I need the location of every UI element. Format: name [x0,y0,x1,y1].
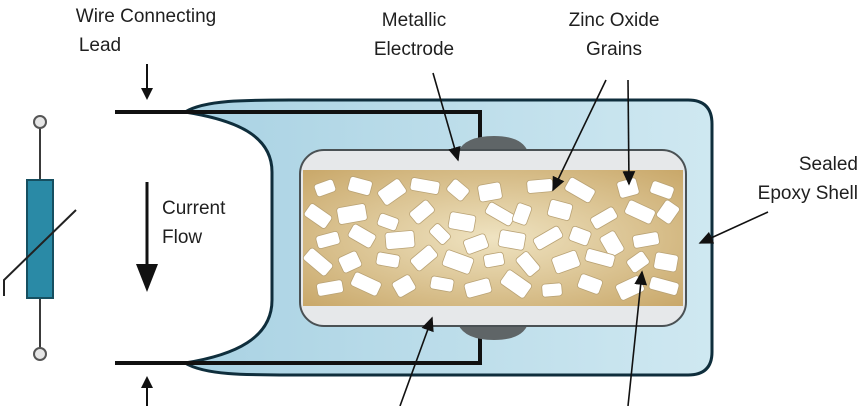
lead-wires [115,110,482,365]
zinc-grain [347,176,373,196]
zinc-grain [624,199,656,225]
zinc-grain [649,180,675,200]
zinc-grain [337,250,363,274]
zinc-grain [590,206,618,230]
zinc-grain [653,251,679,273]
zinc-grain [429,223,451,245]
zinc-grain [409,177,441,195]
zinc-grain [577,273,603,295]
zinc-grain [384,230,416,250]
zinc-grain [409,199,435,225]
zinc-grain [446,178,470,202]
zinc-grain [303,203,333,229]
label-sealed-epoxy-shell: Sealed Epoxy Shell [757,154,858,204]
zinc-grain [515,251,541,277]
zinc-grain [626,250,650,274]
zinc-grain [316,279,344,297]
label-metallic-electrode: Metallic Electrode [373,10,455,60]
zinc-grain [375,251,401,269]
grain-callout-2 [622,79,636,186]
zinc-grain [447,211,477,233]
top-electrode-contact [458,136,528,152]
zinc-grain [302,247,334,277]
zinc-grain [532,225,564,251]
symbol-top-terminal [33,115,47,129]
zinc-grain [546,199,574,221]
zinc-grain [632,231,660,249]
zinc-grain [599,230,625,258]
label-zinc-oxide-grains: Zinc Oxide Grains [568,10,660,60]
zinc-grain [497,229,527,251]
zinc-grain [441,249,475,275]
zinc-grain [483,251,505,269]
varistor-symbol [3,115,77,361]
zinc-grain [313,178,337,198]
grain-callout-1 [552,79,607,192]
zinc-grain [463,277,493,299]
callout-lines [399,72,769,406]
zinc-grain [350,271,382,297]
current-flow-arrow [136,182,158,292]
zinc-grain [526,178,554,194]
zinc-grain [511,202,533,226]
zinc-grain [336,203,368,225]
zinc-grain [315,231,341,249]
zinc-grain [656,199,680,225]
zinc-oxide-grains [302,176,680,301]
zinc-grain [484,201,516,227]
zinc-grain [551,250,581,274]
zinc-grain [564,176,596,204]
grain-callout-3 [627,270,648,406]
zinc-grain [463,233,489,255]
symbol-resistor-body [26,179,54,299]
zinc-grain [410,244,438,272]
zinc-grain [584,248,616,268]
zinc-grain [347,223,377,249]
zinc-grain [500,269,532,299]
bottom-electrode-contact [458,324,528,340]
lead-arrows [141,64,153,406]
symbol-nonlinear-line [3,209,77,296]
symbol-bottom-terminal [33,347,47,361]
electrode-callout-bottom [399,316,434,406]
zinc-grain [429,275,455,293]
zinc-grain [376,212,400,232]
electrode-callout-top [432,72,461,162]
zinc-grain [477,181,503,203]
zinc-grain [391,274,417,298]
epoxy-callout [698,211,769,244]
label-wire-connecting-lead: Wire Connecting Lead [75,6,217,56]
label-current-flow: Current Flow [162,198,226,248]
zinc-grain [648,276,680,296]
zinc-grain [377,178,407,206]
zinc-grain [541,282,563,298]
zinc-grain [568,225,592,247]
